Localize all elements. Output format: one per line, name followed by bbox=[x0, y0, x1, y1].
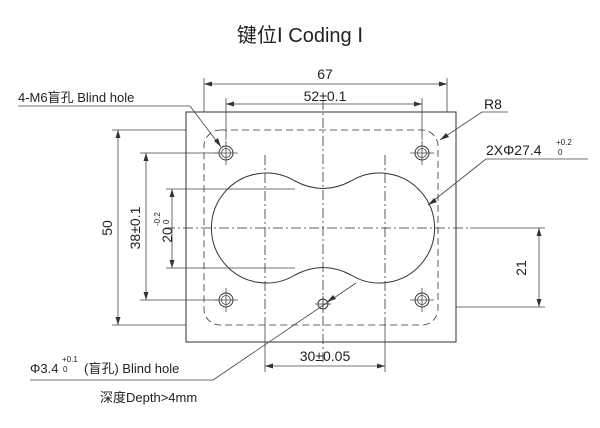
bore-tol-lower: 0 bbox=[558, 148, 563, 157]
bore-leader bbox=[427, 158, 487, 206]
radius-label: R8 bbox=[484, 96, 502, 112]
pin-tol-lower: 0 bbox=[63, 365, 68, 374]
dim-width-overall: 67 bbox=[317, 66, 333, 82]
dim-waist-tol-upper: -0.2 bbox=[153, 212, 162, 226]
inner-outline bbox=[203, 129, 439, 326]
dim-center-spacing: 30±0.05 bbox=[300, 348, 351, 364]
coding-cavity bbox=[210, 172, 436, 284]
dim-waist-tol-lower: 0 bbox=[162, 219, 171, 224]
pin-hole bbox=[315, 296, 331, 312]
dim-waist: 20 bbox=[159, 227, 175, 243]
dim-hole-spacing-x: 52±0.1 bbox=[304, 88, 347, 104]
pin-tol-upper: +0.1 bbox=[62, 355, 78, 364]
plate-outline bbox=[185, 111, 457, 343]
drawing-title: 键位Ⅰ Coding Ⅰ bbox=[237, 24, 363, 47]
hole-bottom-left bbox=[214, 288, 238, 312]
dim-waist-group: 20 -0.2 0 bbox=[153, 212, 175, 243]
hole-top-right bbox=[410, 141, 434, 165]
bore-tol-upper: +0.2 bbox=[556, 138, 572, 147]
pin-suffix: (盲孔) Blind hole bbox=[84, 361, 179, 376]
depth-note: 深度Depth>4mm bbox=[100, 390, 197, 405]
blind-hole-label: 4-M6盲孔 Blind hole bbox=[18, 90, 134, 105]
dim-height-overall: 50 bbox=[99, 220, 115, 236]
dim-offset-y: 21 bbox=[513, 260, 529, 276]
dim-hole-spacing-y: 38±0.1 bbox=[127, 206, 143, 249]
pin-label: Φ3.4 bbox=[30, 361, 58, 376]
hole-bottom-right bbox=[410, 288, 434, 312]
bore-label: 2XΦ27.4 bbox=[486, 142, 542, 158]
